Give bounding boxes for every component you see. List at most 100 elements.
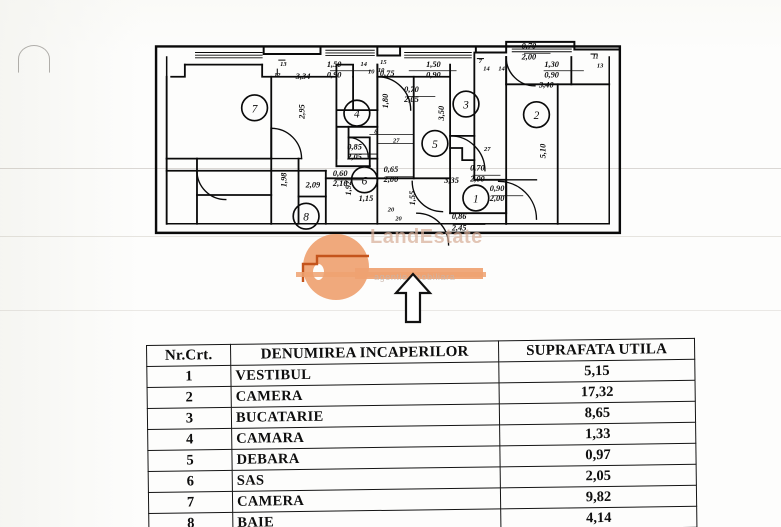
room-number-circle [240,94,269,122]
dimension-label: 20 [387,207,395,214]
cell-room-name: BAIE [232,508,501,527]
dimension-label: 0,90 [544,71,559,80]
scan-crease-line [0,310,781,311]
cell-nr: 3 [147,407,232,430]
dimension-label: 14 [360,61,367,68]
cell-area: 4,14 [500,506,697,527]
room-number-label: 3 [462,100,469,112]
window-glazing [195,45,572,59]
dimension-label: 1,55 [408,191,417,206]
cell-nr: 4 [147,428,232,451]
dimension-label: 13 [597,63,604,70]
dimension-label: 0,90 [490,184,505,193]
dimension-label: 3,35 [443,176,459,185]
dimension-label: 2,45 [451,224,467,233]
dimension-label: 1,80 [381,93,390,108]
watermark-brand: LandEstate [370,226,483,248]
dimension-label: 2,95 [298,104,307,120]
dimension-label: 0,85 [347,143,362,152]
dimension-label: 2,00 [383,175,399,184]
dimension-label: 20 [394,216,402,223]
dimension-label: 11 [593,54,599,61]
dimension-label: 8 [374,129,378,136]
interior-wall [165,51,611,225]
cell-nr: 7 [148,491,233,514]
room-number-circle [452,90,480,118]
dimension-label: 0,70 [470,164,485,173]
cell-nr: 8 [148,512,233,527]
dimension-label: 10 [368,69,375,76]
room-number-circle [522,100,551,129]
dimension-label: 27 [392,138,400,145]
dimension-label: 12 [274,72,281,79]
column-header-area: SUPRAFATA UTILA [498,338,695,362]
cell-area: 0,97 [499,443,697,467]
cell-area: 1,33 [499,422,696,446]
dimension-leader [329,52,584,225]
dimension-label: 3,34 [295,72,311,81]
scan-smudge [18,45,50,73]
dimension-label: 0,65 [384,165,399,174]
room-number-circle [350,166,379,194]
dimension-label: 1,15 [359,194,374,203]
dimension-label: 27 [483,146,491,153]
cell-nr: 2 [147,386,232,409]
dimension-label: 0,75 [380,69,395,78]
watermark-bar [296,272,486,277]
room-number-label: 1 [473,194,479,206]
wall-tick [276,53,598,76]
room-number-label: 7 [252,103,259,115]
cell-area: 9,82 [500,485,697,509]
room-schedule-table: Nr.Crt. DENUMIREA INCAPERILOR SUPRAFATA … [146,338,697,527]
dimension-label: 3,40 [538,80,554,89]
dimension-labels: 3,342,951,500,901,500,901,300,903,405,10… [274,42,604,233]
dimension-label: 7 [479,58,483,65]
dimension-label: 0,70 [522,42,537,51]
cell-nr: 1 [146,365,232,388]
dimension-label: 13 [280,61,287,68]
wall-recess [155,40,621,57]
dimension-label: 10 [378,67,385,74]
cell-nr: 5 [147,449,233,472]
cell-nr: 6 [148,470,233,493]
room-number-circle [343,99,371,127]
dimension-label: 0,70 [404,85,419,94]
cell-area: 17,32 [499,380,696,404]
dimension-label: 0,86 [452,212,467,221]
room-number-circle [292,202,320,230]
dimension-label: 2,00 [469,174,485,183]
dimension-label: 15 [380,59,387,66]
dimension-label: 1,92 [344,181,353,196]
room-number-circle [462,184,490,212]
dimension-label: 1,30 [544,60,559,69]
room-number-label: 8 [303,212,309,224]
north-arrow-icon [393,272,433,324]
dimension-label: 14 [483,66,490,73]
dimension-label: 2,00 [521,52,537,61]
column-header-nr: Nr.Crt. [146,344,231,367]
dimension-label: 2,00 [489,194,505,203]
dimension-label: 1,98 [279,172,288,187]
room-number-label: 5 [432,139,438,151]
room-number-circle [421,129,449,158]
room-number-label: 2 [534,110,540,122]
cell-area: 2,05 [500,464,697,488]
dimension-label: 14 [498,66,505,73]
dimension-label: 2,09 [305,180,321,189]
cell-area: 5,15 [498,359,696,383]
dimension-label: 2,10 [332,179,348,188]
room-number-label: 6 [362,175,368,187]
room-number-label: 4 [354,109,360,121]
dimension-label: 1,50 [327,60,342,69]
dimension-label: 2,05 [346,152,362,161]
cell-area: 8,65 [499,401,696,425]
room-schedule: Nr.Crt. DENUMIREA INCAPERILOR SUPRAFATA … [146,338,697,527]
dimension-label: 0,60 [333,169,348,178]
dimension-label: 0,90 [327,71,342,80]
dimension-label: 2,05 [403,95,419,104]
dimension-label: 5,10 [539,143,548,158]
